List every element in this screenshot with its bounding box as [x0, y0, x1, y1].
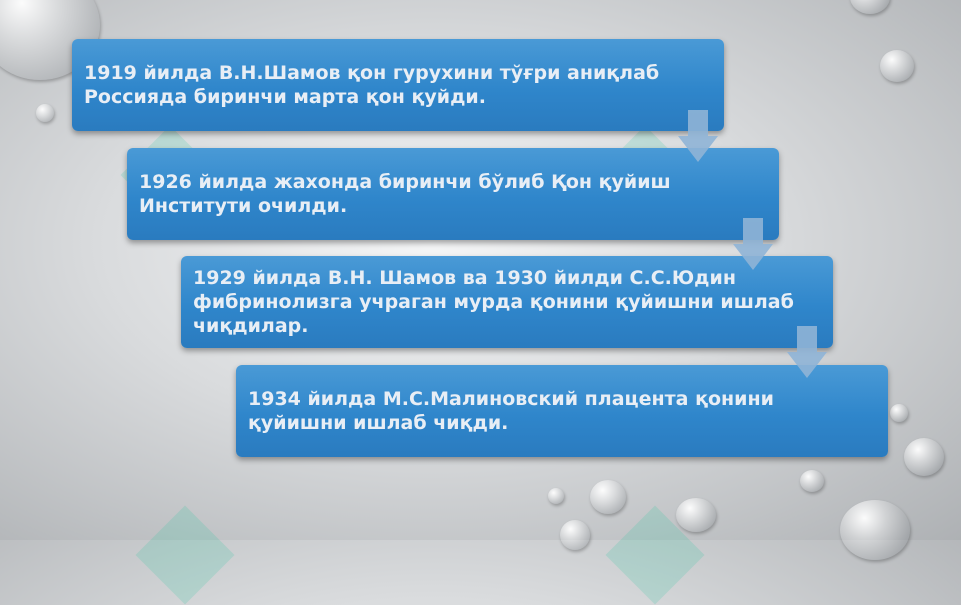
water-drop-icon	[890, 404, 908, 422]
step-box-1: 1919 йилда В.Н.Шамов қон гурухини тўғри …	[72, 39, 724, 131]
water-drop-icon	[548, 488, 564, 504]
water-drop-icon	[880, 50, 914, 82]
water-drop-icon	[800, 470, 824, 492]
water-drop-icon	[676, 498, 716, 532]
step-text-1: 1919 йилда В.Н.Шамов қон гурухини тўғри …	[84, 62, 660, 108]
water-drop-icon	[590, 480, 626, 514]
down-arrow-icon	[733, 218, 773, 270]
watermark-diamond	[135, 505, 235, 605]
water-drop-icon	[904, 438, 944, 476]
step-box-2: 1926 йилда жахонда биринчи бўлиб Қон қуй…	[127, 148, 779, 240]
water-drop-icon	[560, 520, 590, 550]
step-box-4: 1934 йилда М.С.Малиновский плацента қони…	[236, 365, 888, 457]
step-text-4: 1934 йилда М.С.Малиновский плацента қони…	[248, 388, 774, 434]
step-box-3: 1929 йилда В.Н. Шамов ва 1930 йилди С.С.…	[181, 256, 833, 348]
down-arrow-icon	[787, 326, 827, 378]
water-drop-icon	[850, 0, 890, 14]
down-arrow-icon	[678, 110, 718, 162]
water-drop-icon	[840, 500, 910, 560]
step-text-2: 1926 йилда жахонда биринчи бўлиб Қон қуй…	[139, 171, 671, 217]
step-text-3: 1929 йилда В.Н. Шамов ва 1930 йилди С.С.…	[193, 267, 794, 337]
water-drop-icon	[36, 104, 54, 122]
